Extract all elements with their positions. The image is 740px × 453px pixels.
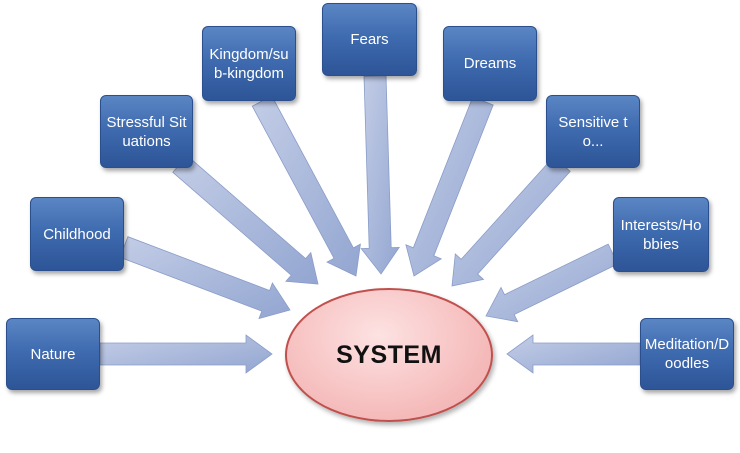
node-interests-hobbies-label: Interests/Hobbies <box>620 216 702 253</box>
arrow-dreams <box>405 96 494 277</box>
arrow-stressful <box>172 155 319 285</box>
node-meditation-doodles-label: Meditation/Doodles <box>644 336 730 372</box>
node-dreams: Dreams <box>443 26 537 101</box>
arrow-nature <box>99 334 273 374</box>
center-system-ellipse: SYSTEM <box>285 288 493 422</box>
node-stressful-situations: Stressful Situations <box>100 95 193 168</box>
node-fears: Fears <box>322 3 417 76</box>
node-stressful-situations-label: Stressful Situations <box>106 113 187 150</box>
node-childhood: Childhood <box>30 197 124 271</box>
node-sensitive-to: Sensitive to... <box>546 95 640 168</box>
node-fears-label: Fears <box>350 31 389 48</box>
arrow-fears <box>360 75 400 275</box>
node-nature-label: Nature <box>30 345 76 363</box>
node-childhood-label: Childhood <box>43 225 111 243</box>
node-kingdom-label: Kingdom/sub-kingdom <box>209 45 289 82</box>
node-kingdom: Kingdom/sub-kingdom <box>202 26 296 101</box>
arrow-childhood <box>119 236 291 320</box>
center-system-label: SYSTEM <box>336 340 442 369</box>
node-meditation-doodles: Meditation/Doodles <box>640 318 734 390</box>
node-nature: Nature <box>6 318 100 390</box>
arrow-meditation <box>506 334 641 374</box>
node-interests-hobbies: Interests/Hobbies <box>613 197 709 272</box>
arrow-kingdom <box>251 95 361 277</box>
arrow-interests <box>485 243 619 323</box>
node-sensitive-to-label: Sensitive to... <box>558 113 628 150</box>
arrow-sensitive <box>451 156 571 287</box>
node-dreams-label: Dreams <box>463 55 517 72</box>
